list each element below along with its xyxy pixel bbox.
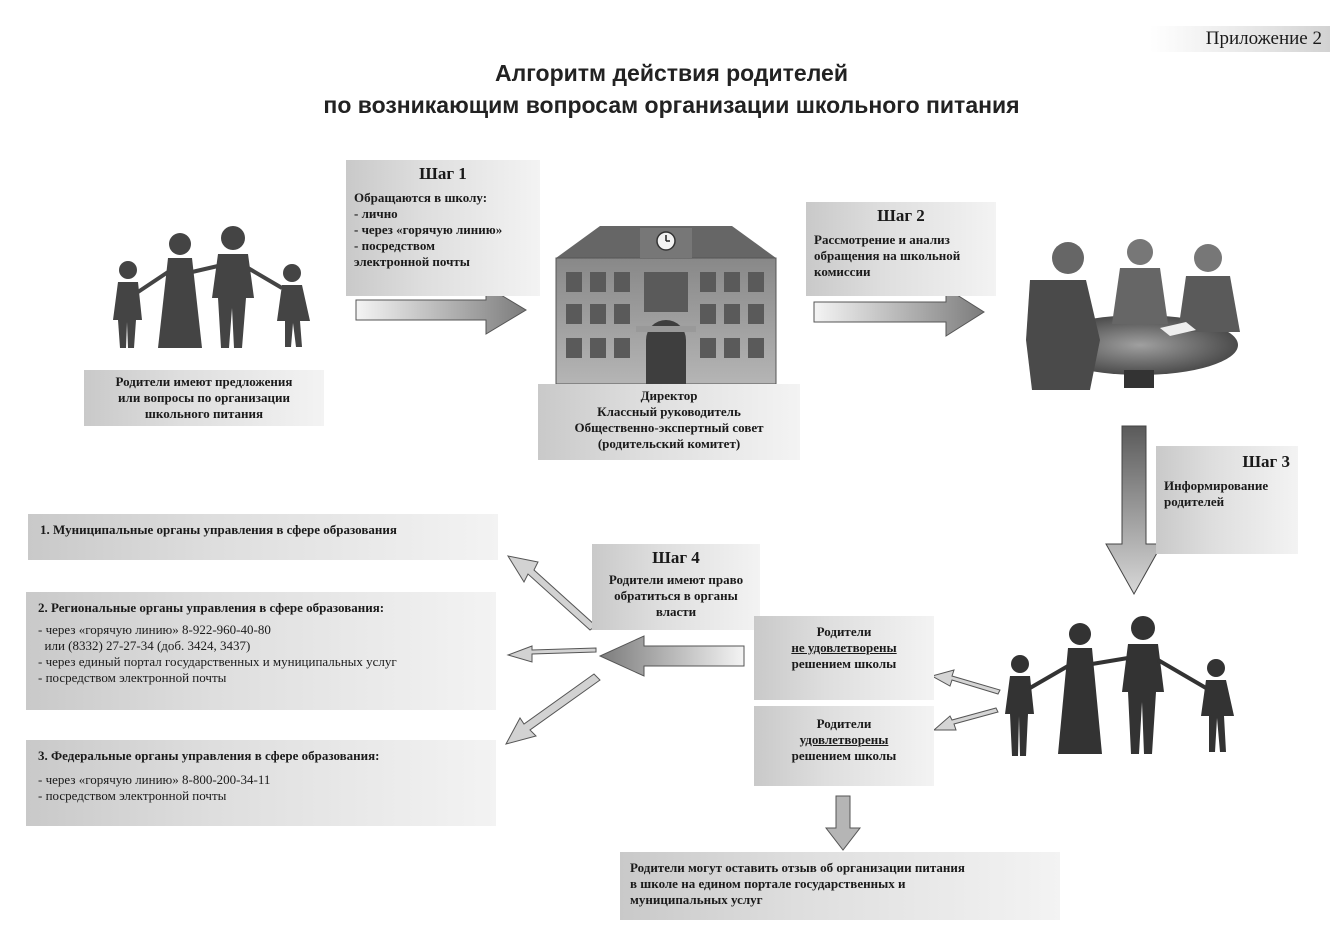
step1-item: электронной почты xyxy=(354,254,470,269)
municipal-authority-box: 1. Муниципальные органы управления в сфе… xyxy=(28,514,498,560)
step1-title: Шаг 1 xyxy=(419,164,467,183)
school-staff-line: (родительский комитет) xyxy=(597,436,741,451)
step2-box: Шаг 2 Рассмотрение и анализ обращения на… xyxy=(806,202,996,296)
not-satisfied-line: Родители xyxy=(816,624,872,639)
meeting-illustration xyxy=(1026,239,1240,390)
not-satisfied-line: не удовлетворены xyxy=(791,640,897,655)
school-staff-box: Директор Классный руководитель Обществен… xyxy=(538,384,800,460)
step4-title: Шаг 4 xyxy=(652,548,700,567)
step4-line: власти xyxy=(655,604,697,619)
school-staff-line: Общественно-экспертный совет xyxy=(574,420,764,435)
feedback-line: муниципальных услуг xyxy=(630,892,763,907)
arrow-step3 xyxy=(1105,425,1163,596)
diagram-title-line2: по возникающим вопросам организации школ… xyxy=(323,92,1020,118)
regional-authority-box: 2. Региональные органы управления в сфер… xyxy=(26,592,496,710)
parents-box-line: Родители имеют предложения xyxy=(115,374,293,389)
parents-box-line: школьного питания xyxy=(144,406,264,421)
federal-title: 3. Федеральные органы управления в сфере… xyxy=(38,748,380,763)
step2-title: Шаг 2 xyxy=(877,206,925,225)
school-staff-line: Директор xyxy=(640,388,698,403)
school-staff-line: Классный руководитель xyxy=(597,404,741,419)
step4-box: Шаг 4 Родители имеют право обратиться в … xyxy=(592,544,760,630)
step3-title: Шаг 3 xyxy=(1242,452,1290,471)
appendix-label: Приложение 2 xyxy=(1150,26,1330,52)
family-illustration-right xyxy=(1005,616,1234,756)
step3-line: Информирование xyxy=(1164,478,1269,493)
regional-line: или (8332) 27-27-34 (доб. 3424, 3437) xyxy=(38,638,251,653)
arrow-step1 xyxy=(355,285,527,335)
parents-box-line: или вопросы по организации xyxy=(118,390,290,405)
step4-line: Родители имеют право xyxy=(608,572,744,587)
step1-item: - лично xyxy=(354,206,398,221)
diagram-title-line1: Алгоритм действия родителей xyxy=(495,60,848,86)
step3-line: родителей xyxy=(1164,494,1225,509)
regional-line: - через «горячую линию» 8-922-960-40-80 xyxy=(38,622,271,637)
not-satisfied-line: решением школы xyxy=(791,656,897,671)
feedback-box: Родители могут оставить отзыв об организ… xyxy=(620,852,1060,920)
step2-line: комиссии xyxy=(814,264,871,279)
feedback-line: в школе на едином портале государственны… xyxy=(630,876,906,891)
step3-box: Шаг 3 Информирование родителей xyxy=(1156,446,1298,554)
arrow-to-feedback xyxy=(824,795,862,851)
satisfied-line: решением школы xyxy=(791,748,897,763)
federal-line: - посредством электронной почты xyxy=(38,788,227,803)
regional-line: - через единый портал государственных и … xyxy=(38,654,397,669)
regional-line: - посредством электронной почты xyxy=(38,670,227,685)
feedback-line: Родители могут оставить отзыв об организ… xyxy=(630,860,965,875)
federal-authority-box: 3. Федеральные органы управления в сфере… xyxy=(26,740,496,826)
satisfied-line: удовлетворены xyxy=(799,732,889,747)
step4-line: обратиться в органы xyxy=(614,588,738,603)
parents-not-satisfied-box: Родители не удовлетворены решением школы xyxy=(754,616,934,700)
regional-title: 2. Региональные органы управления в сфер… xyxy=(38,600,385,615)
parents-questions-box: Родители имеют предложения или вопросы п… xyxy=(84,370,324,426)
arrows-to-decisions xyxy=(930,669,1001,731)
satisfied-line: Родители xyxy=(816,716,872,731)
step1-item: - через «горячую линию» xyxy=(354,222,503,237)
municipal-title: 1. Муниципальные органы управления в сфе… xyxy=(40,522,397,537)
family-illustration-left xyxy=(113,226,310,348)
arrows-to-authorities xyxy=(505,555,601,745)
step1-intro: Обращаются в школу: xyxy=(354,190,488,205)
step2-line: Рассмотрение и анализ xyxy=(814,232,950,247)
step1-box: Шаг 1 Обращаются в школу: - лично - чере… xyxy=(346,160,540,296)
arrow-step2 xyxy=(813,287,985,337)
parents-satisfied-box: Родители удовлетворены решением школы xyxy=(754,706,934,786)
step1-item: - посредством xyxy=(354,238,435,253)
arrow-step4 xyxy=(598,635,745,677)
federal-line: - через «горячую линию» 8-800-200-34-11 xyxy=(38,772,271,787)
school-building-illustration xyxy=(555,226,777,385)
step2-line: обращения на школьной xyxy=(814,248,961,263)
